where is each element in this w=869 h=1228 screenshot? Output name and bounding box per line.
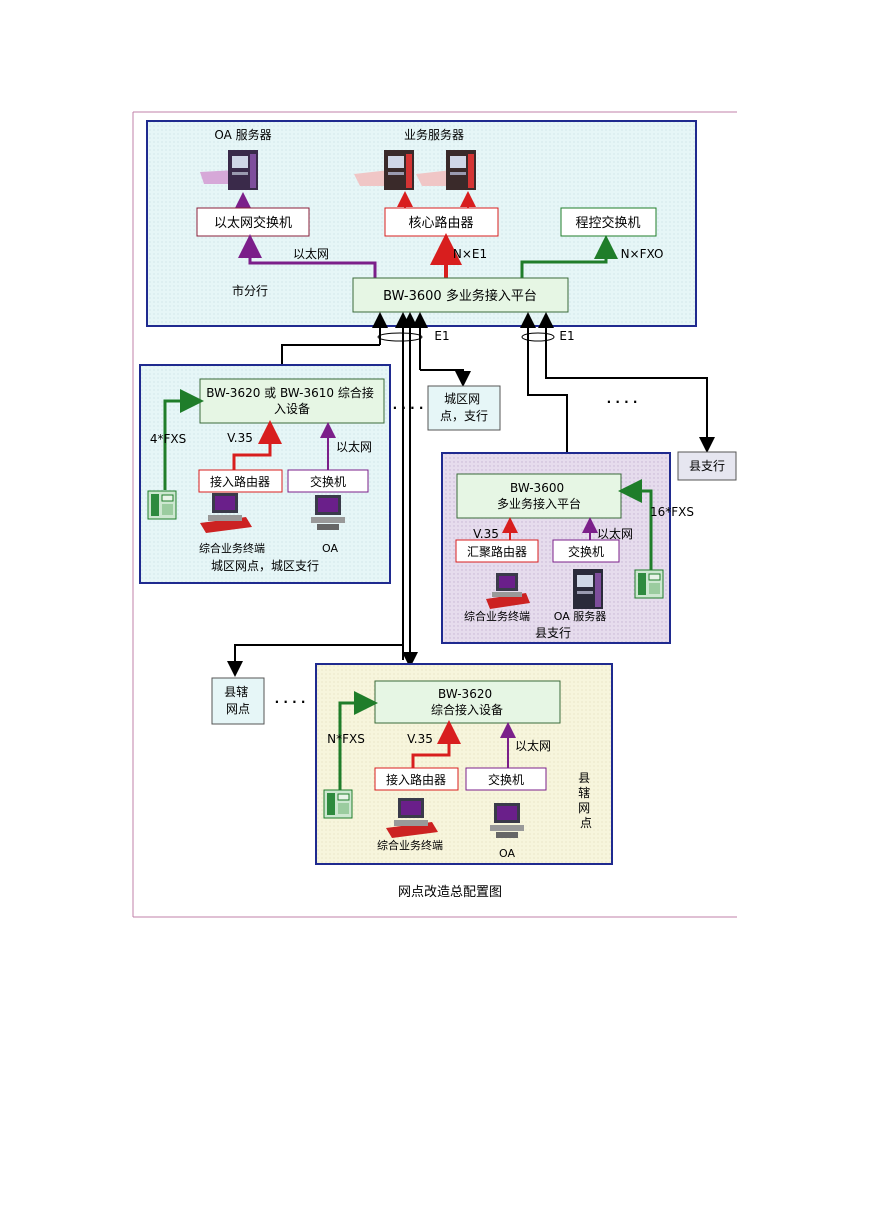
computer-icon [200, 493, 252, 533]
county-branch-box: 县支行 [677, 451, 737, 481]
county-outlet-region-char: 网 [578, 801, 590, 815]
city-outlet-router-box [198, 469, 283, 493]
core-router-box [384, 207, 499, 237]
city-outlet-device-line: BW-3620 或 BW-3610 综合接 [206, 385, 374, 400]
county-outlet-region-char: 点 [580, 816, 592, 830]
computer-icon [311, 495, 345, 530]
city-branch-region-label: 市分行 [232, 283, 268, 298]
city-outlet-switch-box [287, 469, 369, 493]
city-outlet-switch-label: 交换机 [310, 474, 346, 489]
county-outlet-switch-label: 交换机 [488, 772, 524, 787]
city-outlet-fxs-label: 4*FXS [150, 432, 186, 446]
county-outlet-region: BW-3620 综合接入设备 N*FXS V.35 以太网 接入路由器 交换机 … [315, 663, 613, 865]
county-platform-label: BW-3600 多业务接入平台 [497, 481, 581, 511]
ethernet-switch-label: 以太网交换机 [214, 215, 292, 231]
county-outlet-box-line: 县辖 [224, 684, 248, 699]
city-outlet-dots: · · · · [393, 401, 424, 415]
city-outlet-branch-line: 点，支行 [440, 409, 488, 423]
city-outlet-ethernet-label: 以太网 [336, 439, 372, 454]
city-platform-label: BW-3600 多业务接入平台 [383, 288, 537, 304]
pbx-box [560, 207, 657, 237]
city-outlet-branch-box: 城区网 点，支行 [427, 385, 501, 431]
county-outlet-device-line: BW-3620 [438, 687, 492, 701]
county-branch-box-label: 县支行 [689, 459, 725, 473]
county-outlet-device-box [374, 680, 561, 724]
county-region-label: 县支行 [535, 626, 571, 640]
diagram-caption: 网点改造总配置图 [398, 885, 502, 900]
computer-icon [490, 803, 524, 838]
county-outlet-switch-box [465, 767, 547, 791]
city-outlet-device-box [199, 378, 385, 424]
county-branch-region: BW-3600 多业务接入平台 V.35 以太网 16*FXS 汇聚路由器 交换… [441, 452, 694, 644]
county-outlet-box-line: 网点 [226, 702, 250, 716]
city-outlet-router-label: 接入路由器 [210, 474, 270, 489]
county-platform-line: 多业务接入平台 [497, 496, 581, 511]
county-outlet-box-label: 县辖 网点 [224, 684, 252, 716]
telephone-icon [634, 569, 664, 599]
oa-server-label: OA 服务器 [214, 127, 271, 142]
county-outlet-router-label: 接入路由器 [386, 772, 446, 787]
county-router-label: 汇聚路由器 [467, 544, 527, 559]
county-outlet-device-line: 综合接入设备 [431, 702, 503, 717]
ne1-link-label: N×E1 [453, 247, 487, 261]
city-outlet-region: BW-3620 或 BW-3610 综合接 入设备 4*FXS V.35 以太网… [139, 364, 391, 584]
e1-left-label: E1 [434, 329, 449, 343]
county-outlet-oa-label: OA [499, 847, 515, 860]
county-platform-line: BW-3600 [510, 481, 564, 495]
city-outlet-branch-line: 城区网 [444, 392, 480, 406]
city-platform-box [352, 277, 569, 313]
pbx-label: 程控交换机 [575, 215, 640, 231]
county-outlet-device-label: BW-3620 综合接入设备 [431, 687, 503, 717]
county-dots: · · · · [607, 395, 638, 409]
telephone-icon [147, 490, 177, 520]
e1-right-label: E1 [559, 329, 574, 343]
county-switch-box [552, 539, 620, 563]
telephone-icon [323, 789, 353, 819]
fxo-link-label: N×FXO [621, 247, 664, 261]
city-outlet-terminal-label: 综合业务终端 [199, 541, 265, 555]
city-outlet-region-label: 城区网点，城区支行 [211, 559, 319, 573]
business-server-label: 业务服务器 [404, 127, 464, 142]
ethernet-link-label: 以太网 [293, 246, 329, 261]
county-outlet-v35-label: V.35 [407, 732, 433, 746]
server-icon [573, 569, 603, 609]
county-outlet-router-box [374, 767, 459, 791]
county-terminal-label: 综合业务终端 [464, 609, 530, 623]
city-outlet-branch-label: 城区网 点，支行 [440, 392, 488, 423]
county-router-box [455, 539, 539, 563]
county-v35-label: V.35 [473, 527, 499, 541]
server-icon [416, 150, 476, 190]
server-icon [354, 150, 414, 190]
city-outlet-v35-label: V.35 [227, 431, 253, 445]
county-ethernet-label: 以太网 [597, 526, 633, 541]
e1-bundle-icon [521, 332, 555, 342]
server-icon [200, 150, 258, 190]
city-branch-region: OA 服务器 业务服务器 [146, 120, 697, 327]
computer-icon [386, 798, 438, 838]
county-switch-label: 交换机 [568, 544, 604, 559]
county-outlet-region-label: 县 辖 网 点 [578, 771, 594, 830]
county-fxs-label: 16*FXS [650, 505, 694, 519]
e1-bundle-icon [377, 332, 423, 342]
ethernet-switch-box [196, 207, 310, 237]
county-oa-server-label: OA 服务器 [554, 610, 607, 623]
county-outlet-ethernet-label: 以太网 [515, 738, 551, 753]
city-outlet-oa-label: OA [322, 542, 338, 555]
county-outlet-box: 县辖 网点 [211, 677, 265, 725]
county-outlet-dots: · · · · [275, 695, 306, 709]
outer-frame [132, 111, 737, 918]
county-outlet-terminal-label: 综合业务终端 [377, 838, 443, 852]
computer-icon [486, 573, 530, 609]
city-outlet-device-label: BW-3620 或 BW-3610 综合接 入设备 [206, 385, 377, 416]
trunk-lines [227, 312, 715, 677]
core-router-label: 核心路由器 [408, 215, 473, 231]
city-outlet-device-line: 入设备 [274, 402, 310, 416]
county-outlet-region-char: 辖 [578, 785, 590, 800]
county-outlet-fxs-label: N*FXS [327, 732, 365, 746]
county-outlet-region-char: 县 [578, 771, 590, 785]
